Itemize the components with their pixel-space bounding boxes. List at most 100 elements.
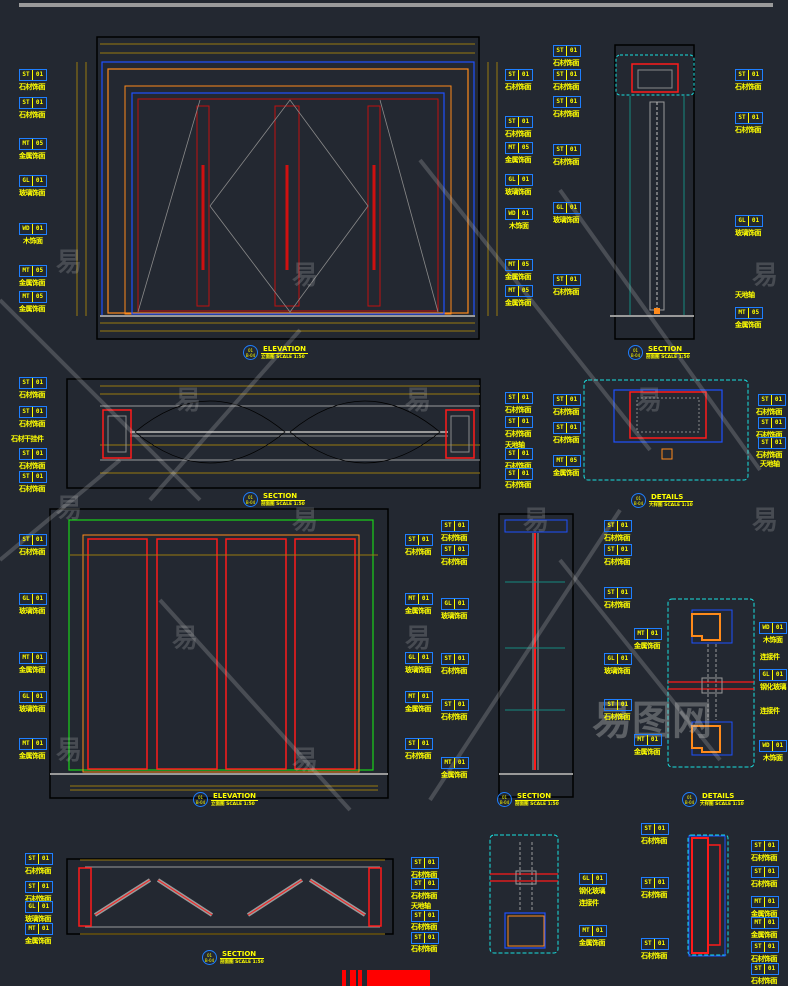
material-caption: 金属饰面 <box>505 156 532 164</box>
pivot-note: 天地轴 <box>735 291 755 299</box>
watermark-char: 易 <box>752 261 779 291</box>
material-caption: 玻璃饰面 <box>25 915 52 923</box>
material-caption: 金属饰面 <box>735 321 762 329</box>
material-caption: 石材饰面 <box>641 952 668 960</box>
watermark-logo: 易图网 <box>592 698 712 744</box>
material-caption: 金属饰面 <box>751 931 778 939</box>
material-caption: 金属饰面 <box>634 642 661 650</box>
connector-note: 连接件 <box>579 899 599 907</box>
material-caption: 石材饰面 <box>19 420 46 428</box>
material-caption: 石材饰面 <box>411 871 438 879</box>
material-caption: 玻璃饰面 <box>405 666 432 674</box>
material-caption: 石材饰面 <box>25 895 52 903</box>
material-caption: 金属饰面 <box>405 705 432 713</box>
material-caption: 金属饰面 <box>634 748 661 756</box>
material-caption: 石材饰面 <box>641 837 668 845</box>
material-caption: 木饰面 <box>23 237 43 245</box>
material-caption: 石材饰面 <box>411 892 438 900</box>
material-caption: 金属饰面 <box>751 910 778 918</box>
material-caption: 石材饰面 <box>604 713 631 721</box>
material-caption: 石材饰面 <box>735 126 762 134</box>
material-caption: 金属饰面 <box>405 607 432 615</box>
elevation-2-drawing <box>49 508 389 799</box>
material-caption: 石材饰面 <box>604 534 631 542</box>
material-caption: 石材饰面 <box>604 601 631 609</box>
material-caption: 石材饰面 <box>25 867 52 875</box>
watermark-char: 易 <box>56 494 83 524</box>
material-caption: 钢化玻璃 <box>760 683 787 691</box>
material-caption: 石材饰面 <box>604 558 631 566</box>
title-block-stripe <box>342 970 346 986</box>
pivot-note: 天地轴 <box>760 460 780 468</box>
pivot-note: 天地轴 <box>505 441 525 449</box>
section-4-drawing <box>66 858 394 935</box>
pivot-note: 天地轴 <box>411 902 431 910</box>
watermark-lines <box>0 158 762 812</box>
section-1-drawing <box>610 44 695 340</box>
material-caption: 木饰面 <box>763 636 783 644</box>
material-caption: 石材饰面 <box>505 430 532 438</box>
material-caption: 石材饰面 <box>751 854 778 862</box>
material-caption: 石材饰面 <box>751 955 778 963</box>
material-caption: 石材饰面 <box>735 83 762 91</box>
watermark-char: 易 <box>636 386 663 416</box>
material-caption: 石材饰面 <box>411 945 438 953</box>
material-caption: 石材饰面 <box>756 451 783 459</box>
material-caption: 石材饰面 <box>505 83 532 91</box>
material-caption: 石材饰面 <box>505 130 532 138</box>
material-caption: 石材饰面 <box>553 158 580 166</box>
material-caption: 玻璃饰面 <box>735 229 762 237</box>
connector-note: 连接件 <box>760 707 780 715</box>
section-2-drawing <box>66 378 481 489</box>
watermark-char: 易 <box>56 248 83 278</box>
watermark-char: 易 <box>56 736 83 766</box>
material-caption: 石材饰面 <box>19 462 46 470</box>
watermark-char: 易 <box>405 386 432 416</box>
material-caption: 石材饰面 <box>553 110 580 118</box>
title-bar <box>19 3 773 7</box>
